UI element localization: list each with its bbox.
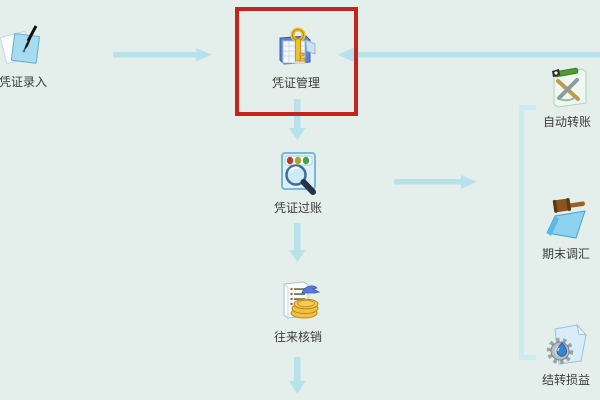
- node-voucher-entry[interactable]: 凭证录入: [0, 24, 68, 89]
- node-voucher-management[interactable]: 凭证管理: [251, 25, 341, 90]
- ledger-key-icon: [279, 27, 316, 65]
- document-gear-icon: [546, 323, 588, 365]
- document-tools-icon: [552, 67, 587, 108]
- right-group-bracket: [519, 105, 536, 360]
- node-label: 凭证录入: [0, 75, 47, 89]
- arrow-posting-to-right: [394, 175, 477, 189]
- arrow-entry-to-management: [113, 48, 212, 62]
- node-voucher-posting[interactable]: 凭证过账: [253, 150, 343, 215]
- node-auto-transfer[interactable]: 自动转账: [522, 64, 600, 129]
- node-profit-loss-carryforward[interactable]: 结转损益: [521, 322, 600, 387]
- document-coins-icon: [283, 281, 321, 319]
- node-label: 凭证过账: [273, 201, 322, 215]
- node-label: 结转损益: [541, 373, 590, 387]
- arrow-posting-to-writeoff: [289, 223, 306, 262]
- node-label: 凭证管理: [271, 76, 320, 90]
- node-transaction-writeoff[interactable]: 往来核销: [253, 279, 343, 344]
- documents-pen-icon: [0, 25, 40, 65]
- arrow-management-to-posting: [289, 99, 306, 140]
- node-label: 自动转账: [542, 115, 591, 129]
- node-label: 往来核销: [273, 330, 322, 344]
- window-magnifier-icon: [281, 152, 316, 195]
- arrow-writeoff-down: [289, 357, 306, 394]
- gavel-icon: [546, 198, 586, 239]
- arrow-right-to-management: [338, 47, 600, 62]
- node-label: 期末调汇: [541, 247, 590, 261]
- node-period-end-exchange[interactable]: 期末调汇: [521, 196, 600, 261]
